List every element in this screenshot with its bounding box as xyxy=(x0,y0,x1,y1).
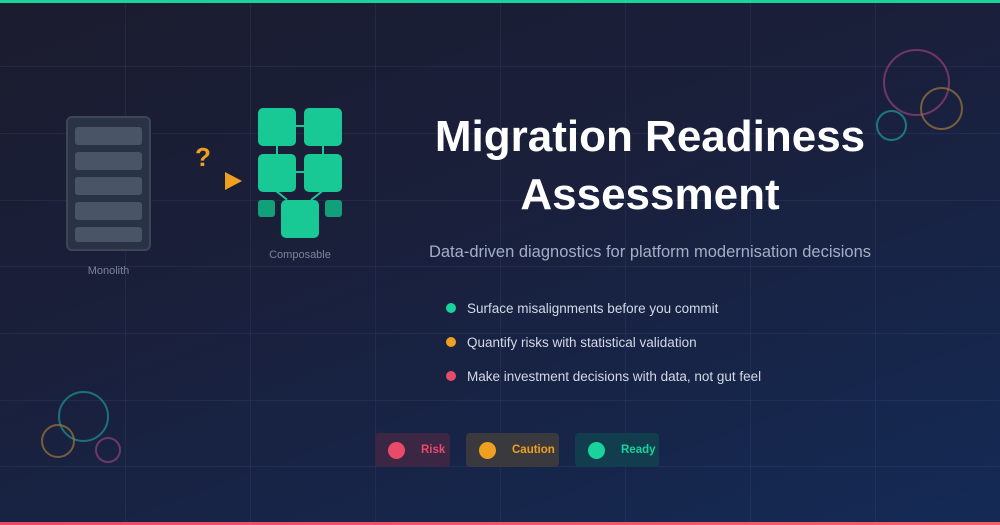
decorative-circle-teal xyxy=(876,110,907,141)
page-title: Migration Readiness Assessment xyxy=(400,108,900,224)
feature-list: Surface misalignments before you commit … xyxy=(446,298,761,400)
status-badge-risk: Risk xyxy=(375,433,450,467)
status-label: Caution xyxy=(512,444,555,456)
decorative-circle-magenta xyxy=(95,437,121,463)
status-badge-ready: Ready xyxy=(575,433,659,467)
question-mark-icon: ? xyxy=(195,142,211,172)
top-accent-bar xyxy=(0,0,1000,3)
status-dot-icon xyxy=(479,441,496,459)
status-label: Ready xyxy=(621,444,656,456)
feature-text: Make investment decisions with data, not… xyxy=(467,368,762,384)
monolith-label: Monolith xyxy=(87,265,130,277)
status-label: Risk xyxy=(421,444,446,456)
composable-label: Composable xyxy=(269,249,331,261)
bullet-dot-icon xyxy=(446,303,456,313)
decorative-circle-amber xyxy=(920,87,963,130)
status-badge-caution: Caution xyxy=(466,433,559,467)
bottom-accent-bar xyxy=(0,522,1000,525)
feature-item: Quantify risks with statistical validati… xyxy=(446,332,761,352)
feature-text: Quantify risks with statistical validati… xyxy=(467,334,697,350)
arrow-right-icon xyxy=(225,172,242,190)
title-line-1: Migration Readiness xyxy=(434,112,866,161)
decorative-circle-amber xyxy=(41,424,75,458)
decorative-circle-magenta xyxy=(883,49,950,116)
status-dot-icon xyxy=(388,441,405,459)
title-line-2: Assessment xyxy=(520,170,780,219)
decorative-circle-teal xyxy=(58,391,109,442)
subtitle: Data-driven diagnostics for platform mod… xyxy=(428,243,872,261)
feature-text: Surface misalignments before you commit xyxy=(467,300,719,316)
monolith-icon xyxy=(66,116,151,251)
status-dot-icon xyxy=(588,441,605,459)
feature-item: Make investment decisions with data, not… xyxy=(446,366,761,386)
bullet-dot-icon xyxy=(446,337,456,347)
feature-item: Surface misalignments before you commit xyxy=(446,298,761,318)
bullet-dot-icon xyxy=(446,371,456,381)
